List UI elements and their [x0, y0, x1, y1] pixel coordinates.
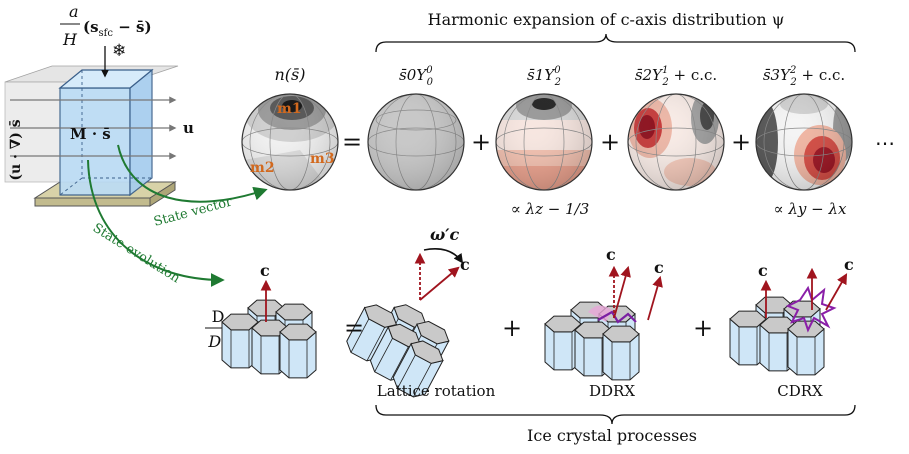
ddrx-boundary: [597, 310, 637, 324]
crystal-cluster-initial: [221, 299, 317, 379]
frac-num: a: [69, 2, 79, 21]
proportional-label-1: ∝ λz − 1/3: [511, 200, 590, 218]
label-cdrx: CDRX: [777, 382, 823, 400]
snowflake-icon: ❄: [112, 41, 126, 61]
crystal-top: [363, 304, 398, 328]
sphere-n: [241, 93, 339, 191]
c-axis-arrow-rotation: [419, 266, 460, 301]
plus-3: +: [731, 128, 751, 156]
crystal-top: [544, 315, 582, 333]
c-label-rotation: c: [460, 255, 470, 274]
sphere-y21: [627, 93, 725, 191]
m-dot-s-label: M · s̄: [70, 125, 111, 143]
state-vector-label: State vector: [152, 194, 234, 230]
crystal-cluster-rotated: [346, 304, 450, 398]
c-axis-arrow-cdrx-2: [825, 273, 848, 311]
crystal-top: [275, 303, 313, 321]
crystal-top: [729, 310, 767, 328]
n-label: n(s̄): [275, 65, 306, 84]
plus-5: +: [693, 314, 713, 342]
m3-label: m3: [310, 151, 335, 167]
equals-bottom: =: [344, 314, 364, 342]
bottom-brace: [375, 404, 856, 425]
crystal-top: [279, 323, 317, 341]
omega-label: ω′c: [430, 225, 459, 244]
plus-4: +: [502, 314, 522, 342]
c-axis-arrow-ddrx-1: [613, 265, 631, 319]
top-brace: [375, 33, 856, 53]
plus-2: +: [600, 128, 620, 156]
cdrx-subgrain: [785, 285, 837, 333]
sphere-y00: [367, 93, 465, 191]
frac-rhs: (ssfc − s̄): [83, 18, 152, 39]
proportional-label-2: ∝ λy − λx: [774, 200, 848, 218]
crystal-cluster-cdrx: [729, 296, 825, 376]
m2-label: m2: [250, 160, 275, 176]
ice-column-box: [4, 46, 179, 207]
rotation-arrow: [423, 248, 464, 264]
state-vector-arrow: [117, 144, 268, 203]
crystal-top: [410, 340, 444, 364]
c-label-ddrx-2: c: [654, 258, 664, 277]
crystal-top: [602, 325, 640, 343]
frac-den: H: [62, 30, 78, 49]
crystal-top: [416, 320, 450, 345]
state-evolution-label: State evolution: [90, 221, 183, 287]
sphere-y22: [755, 93, 853, 191]
m1-label: m1: [277, 101, 302, 117]
crystal-cluster-ddrx: [544, 301, 640, 381]
crystal-top: [783, 300, 821, 318]
expansion-title: Harmonic expansion of c-axis distributio…: [428, 10, 785, 29]
c-label-initial: c: [260, 261, 270, 280]
ddrx-new-grain: [588, 305, 612, 322]
dd-num: D: [212, 307, 225, 326]
label-ddrx: DDRX: [589, 382, 635, 400]
c-label-cdrx-1: c: [758, 261, 768, 280]
sphere-y20: [495, 93, 593, 191]
crystal-cluster-rotation: [346, 304, 450, 398]
label-lattice-rotation: Lattice rotation: [377, 382, 496, 400]
ellipsis: ⋯: [875, 131, 895, 155]
c-label-ddrx-1: c: [606, 245, 616, 264]
c-label-cdrx-2: c: [844, 255, 854, 274]
c-axis-arrow-ddrx-2: [647, 275, 663, 321]
u-label: u: [183, 119, 194, 137]
processes-brace-label: Ice crystal processes: [527, 426, 697, 445]
crystal-top: [221, 313, 259, 331]
equals-top: =: [342, 128, 362, 156]
advection-label: (u · ∇) s̄: [8, 119, 24, 180]
plus-1: +: [471, 128, 491, 156]
state-evolution-arrow: [87, 159, 225, 287]
